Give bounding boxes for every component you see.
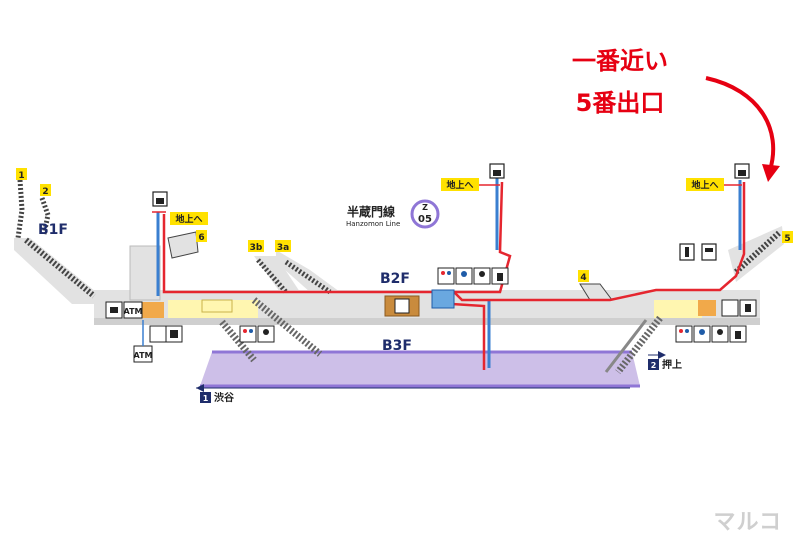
exit-5-label: 5 [784,234,790,244]
office-icon [394,298,410,314]
shop-east-orange [698,300,716,316]
exit-6-label-bg [196,230,207,242]
annotation-nearest: 一番近い [572,47,668,75]
exit-5-label-bg [782,231,793,243]
atm-label-b2: ATM [124,307,143,316]
ticket-gate-area-east [654,300,702,318]
exit-1-label: 1 [18,171,24,181]
exit-5-stairs-block [728,226,784,282]
annotation-exit-5: 5番出口 [575,89,665,117]
to-ground-label-center: 地上へ [446,179,473,191]
toilet-icons-west-b2 [239,325,275,343]
to-ground-label-center-bg [441,178,479,191]
b1-escalator-west [24,237,96,299]
atm-badge-b2 [123,301,143,319]
exit-3b-label-bg [248,240,264,252]
watermark-logo: マルコ [713,510,782,535]
b3-platform [200,352,640,386]
line-name-jp: 半蔵門線 [347,204,395,219]
direction-name-shibuya: 渋谷 [214,391,235,404]
to-ground-label-west-bg [170,212,208,225]
direction-number-1-bg [200,392,211,403]
direction-number-2: 2 [651,361,657,370]
b2-concourse-shade [94,318,760,325]
annotation-arrow [705,76,776,171]
exit-4-label: 4 [580,273,586,283]
b1-west-stair-block [14,238,96,304]
escalator-b2-b3-west [219,319,257,363]
elevator-icon-east [734,163,750,179]
route-west [162,214,454,294]
direction-number-1: 1 [203,394,209,403]
route-to-b3 [451,302,486,370]
ticket-machine-west [201,299,233,313]
station-code-number: 05 [418,214,432,225]
exit-2-label-bg [40,184,51,196]
route-to-exit-5 [453,182,746,302]
direction-number-2-bg [648,359,659,370]
exit-3b-escalator [256,258,288,294]
coin-locker-icon [701,243,717,261]
atm-label-b2-lower: ATM [134,351,153,360]
toilet-icons-b2 [437,267,509,285]
to-ground-label-east-bg [686,178,724,191]
station-number-badge [410,199,440,229]
exit-1-stairs [15,179,25,239]
line-name-en: Hanzomon Line [346,220,400,228]
exit-1-label-bg [16,168,27,180]
exit-5-escalator [733,229,783,275]
center-left-stair-box [129,245,161,301]
exit-3a-escalator [284,259,332,295]
exit-2-label: 2 [42,187,48,197]
direction-name-oshiage: 押上 [662,358,682,371]
exit-3a-label: 3a [277,243,289,253]
floor-label-b1: B1F [38,222,68,238]
ticket-machine-icons-east [721,299,757,317]
oshiage-arrowhead [658,351,666,359]
elevator-icon-west [152,191,168,207]
annotation-arrowhead [762,164,780,182]
ticket-machine-icons-west [105,301,183,343]
route-center-up [454,181,512,294]
elevator-lobby-b2 [431,289,455,309]
floor-label-b3: B3F [382,338,412,354]
station-code-letter: Z [422,203,428,212]
elevator-icon-center [489,163,505,179]
escalator-b2-b3-east [615,315,663,375]
shop-west-orange [142,302,164,318]
escalator-b2-b3-east2 [604,319,648,373]
to-ground-label-east: 地上へ [691,179,718,191]
exit-3a-stairs [276,250,340,292]
to-ground-label-west: 地上へ [175,213,202,225]
toilet-icons-east-b2 [675,325,747,343]
phone-icon [679,243,695,261]
exit-4-label-bg [578,270,589,282]
exit-3b-label: 3b [250,243,263,253]
exit-3a-label-bg [275,240,291,252]
shibuya-arrowhead [196,384,204,392]
exit-6-label: 6 [198,233,204,243]
floor-label-b2: B2F [380,271,410,287]
exit-6-stairs [167,231,199,259]
